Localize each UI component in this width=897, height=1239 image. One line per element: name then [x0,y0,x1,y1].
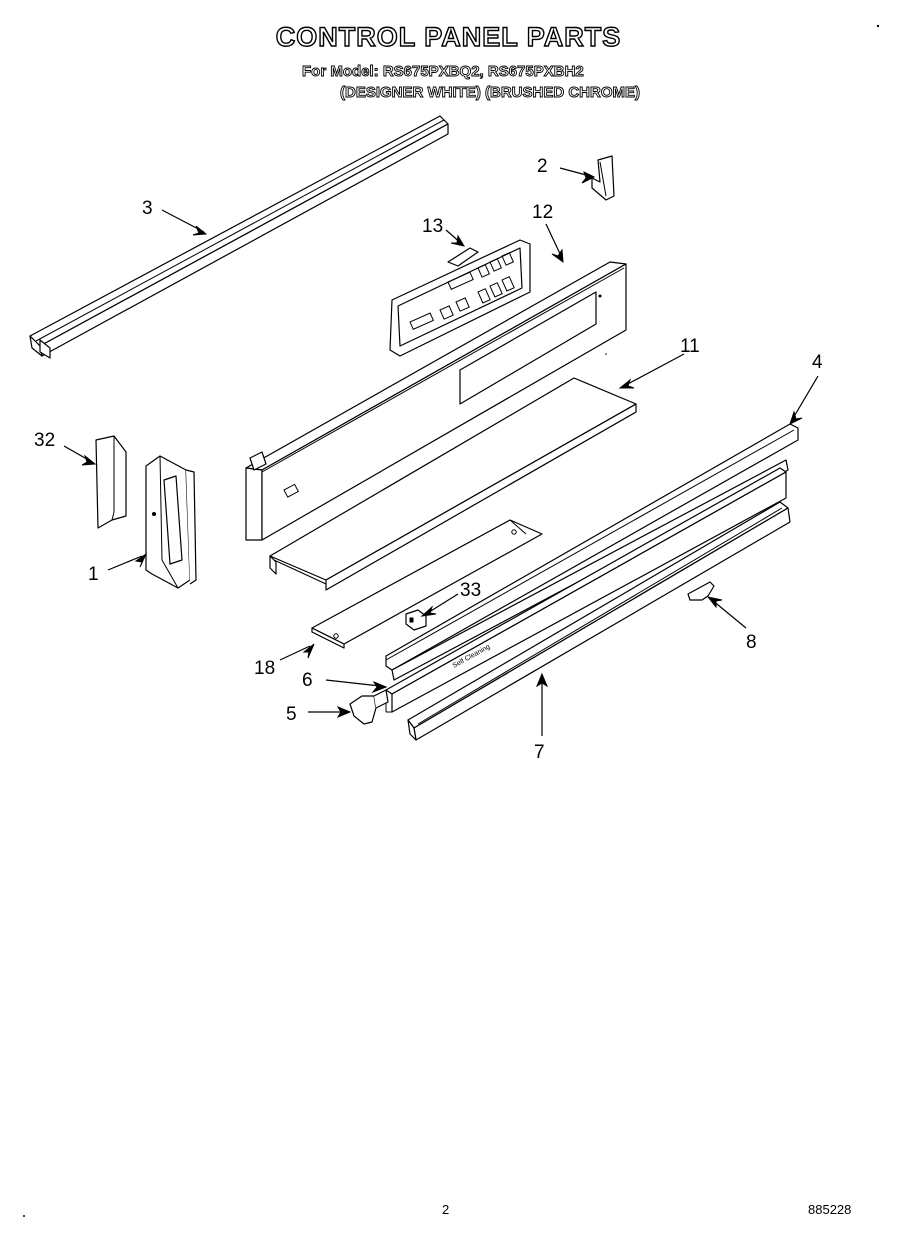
callout-5: 5 [286,704,297,725]
page-number: 2 [442,1202,450,1217]
model-line: For Model: RS675PXBQ2, RS675PXBH2 [302,63,585,81]
callout-32: 32 [34,430,55,451]
finish-line: (DESIGNER WHITE) (BRUSHED CHROME) [340,84,641,102]
callout-2: 2 [537,156,548,177]
callout-11: 11 [680,336,700,357]
callout-6: 6 [302,670,313,691]
part-3-top-channel [29,115,449,359]
callout-33: 33 [460,580,481,601]
part-13-control-board [389,239,531,357]
part-18-shield-plate [311,519,543,649]
document-number: 885228 [808,1202,852,1217]
part-8-clip [687,581,715,601]
part-2-clip [591,155,615,201]
part-12-control-housing [245,261,627,541]
leader-lines [63,167,819,736]
callout-7: 7 [534,742,545,763]
page-title: CONTROL PANEL PARTS [275,21,622,52]
callout-12: 12 [532,202,553,223]
callout-13: 13 [422,216,443,237]
part-33-switch [405,609,427,631]
callout-1: 1 [88,564,99,585]
part-1-end-bracket [145,455,197,589]
part-11-trim [269,377,637,591]
part-32-insulation [95,435,127,529]
callout-3: 3 [142,198,153,219]
callout-labels: 3 2 13 12 11 4 32 1 33 18 6 5 7 8 [34,156,823,763]
part-6-nameplate-trim: Self Cleaning [385,467,787,713]
callout-8: 8 [746,632,757,653]
callout-4: 4 [812,352,823,373]
callout-18: 18 [254,658,275,679]
part-7-lower-channel [407,501,791,741]
part-5-end-cap [349,689,389,725]
